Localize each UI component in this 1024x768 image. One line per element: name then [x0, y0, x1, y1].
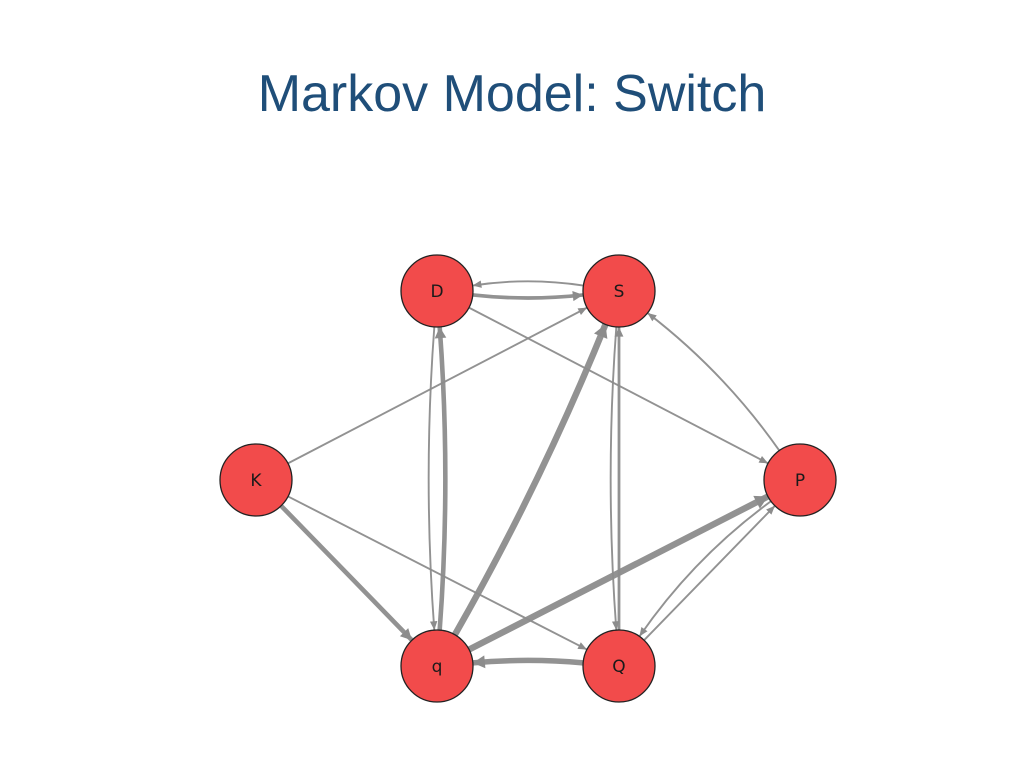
edge-S-to-D — [471, 280, 585, 287]
node-layer: D S K Pq Q — [219, 254, 837, 703]
edge-P-to-Q — [638, 500, 772, 638]
arrowhead-P-to-Q — [639, 627, 648, 637]
edge-K-to-q — [278, 503, 415, 643]
arrowhead-q-to-D — [434, 326, 447, 339]
edge-D-to-q — [427, 325, 436, 632]
edge-Q-to-q — [470, 657, 586, 666]
edge-P-to-S — [646, 311, 781, 452]
edge-Q-to-P — [643, 504, 776, 642]
arrowhead-Q-to-S — [614, 327, 624, 337]
arrowhead-Q-to-q — [472, 655, 486, 669]
node-label-Q: Q — [612, 657, 625, 677]
node-K: K — [219, 443, 293, 517]
edge-S-to-Q — [609, 325, 618, 632]
arrowhead-K-to-S — [577, 307, 588, 315]
node-q: q — [400, 629, 474, 703]
node-circle-D — [400, 254, 474, 328]
arrowhead-q-to-S — [594, 324, 608, 339]
node-circle-S — [582, 254, 656, 328]
edge-q-to-P — [465, 493, 772, 653]
edge-q-to-D — [437, 324, 448, 633]
edge-layer — [278, 280, 781, 669]
node-P: P — [763, 443, 837, 517]
arrowhead-Q-to-P — [766, 505, 775, 515]
arrowhead-S-to-Q — [611, 621, 620, 631]
node-D: D — [400, 254, 474, 328]
node-S: S — [582, 254, 656, 328]
node-label-K: K — [250, 471, 262, 491]
arrowhead-q-to-P — [753, 495, 768, 509]
node-label-P: P — [795, 471, 805, 491]
node-label-q: q — [432, 657, 443, 677]
node-label-D: D — [430, 282, 443, 302]
slide-title: Markov Model: Switch — [257, 65, 767, 123]
edge-K-to-Q — [287, 495, 588, 651]
node-Q: Q — [582, 629, 656, 703]
arrowhead-K-to-q — [399, 628, 412, 641]
node-circle-P — [763, 443, 837, 517]
node-circle-K — [219, 443, 293, 517]
arrowhead-D-to-P — [758, 456, 769, 464]
node-label-S: S — [614, 282, 625, 302]
arrowhead-P-to-S — [647, 312, 657, 322]
arrowhead-D-to-S — [572, 290, 584, 302]
node-circle-Q — [582, 629, 656, 703]
edge-K-to-S — [286, 306, 589, 465]
edge-D-to-S — [470, 293, 586, 300]
arrowhead-S-to-D — [472, 280, 482, 288]
edge-q-to-S — [451, 321, 609, 638]
arrowhead-K-to-Q — [577, 642, 587, 650]
arrowhead-D-to-q — [429, 621, 438, 631]
node-circle-q — [400, 629, 474, 703]
